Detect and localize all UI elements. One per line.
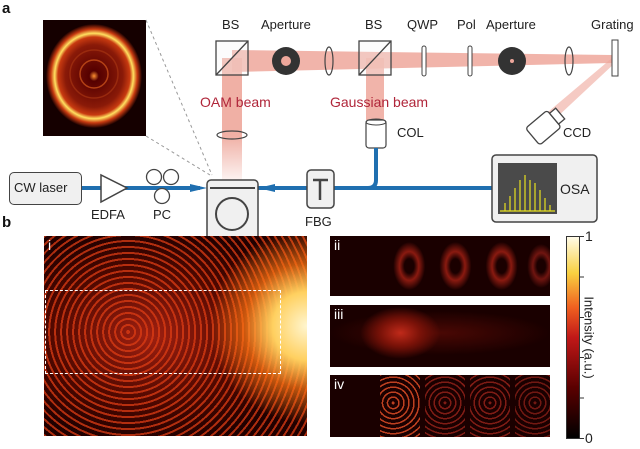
label-bs2: BS bbox=[365, 17, 383, 32]
subpanel-label-iv: iv bbox=[334, 376, 345, 392]
ccd-camera bbox=[526, 107, 566, 145]
grating bbox=[611, 39, 619, 77]
cw-laser bbox=[9, 172, 82, 205]
label-grating: Grating bbox=[591, 17, 634, 32]
label-oam-beam: OAM beam bbox=[200, 94, 271, 110]
label-aperture1: Aperture bbox=[261, 17, 311, 32]
label-gaussian-beam: Gaussian beam bbox=[330, 94, 429, 110]
polarization-controller bbox=[145, 168, 180, 205]
label-osa: OSA bbox=[560, 181, 590, 197]
intensity-image-ii: ii bbox=[330, 236, 550, 296]
colorbar-ticks bbox=[580, 236, 584, 439]
polarizer bbox=[467, 45, 473, 77]
colorbar bbox=[566, 236, 580, 439]
intensity-image-iii: iii bbox=[330, 305, 550, 367]
microring-resonator bbox=[206, 179, 259, 244]
edfa-amplifier bbox=[100, 173, 129, 204]
panel-a-label: a bbox=[2, 0, 11, 17]
label-bs1: BS bbox=[222, 17, 240, 32]
label-edfa: EDFA bbox=[91, 207, 125, 222]
optical-setup-diagram bbox=[43, 19, 619, 244]
panel-b-label: b bbox=[2, 214, 12, 231]
label-pc: PC bbox=[153, 207, 172, 222]
oam-beam bbox=[222, 58, 242, 188]
subpanel-label-ii: ii bbox=[334, 237, 341, 253]
colorbar-min: 0 bbox=[585, 430, 593, 446]
osa-spectrum bbox=[500, 175, 555, 212]
subpanel-label-iii: iii bbox=[334, 306, 344, 322]
ccd-beam bbox=[548, 58, 616, 118]
label-fbg: FBG bbox=[305, 214, 332, 229]
oam-lens bbox=[216, 130, 248, 140]
intensity-image-i: i bbox=[44, 236, 307, 436]
label-pol: Pol bbox=[457, 17, 476, 32]
lens2 bbox=[564, 46, 574, 76]
colorbar-label: Intensity (a.u.) bbox=[581, 296, 597, 379]
lens1 bbox=[324, 46, 334, 76]
label-aperture2: Aperture bbox=[486, 17, 536, 32]
label-qwp: QWP bbox=[407, 17, 439, 32]
label-col: COL bbox=[397, 125, 424, 140]
osa-screen bbox=[498, 163, 557, 214]
label-ccd: CCD bbox=[563, 125, 592, 140]
intensity-image-iv: iv bbox=[330, 375, 550, 437]
label-cw-laser: CW laser bbox=[14, 180, 68, 195]
selection-box bbox=[45, 290, 281, 374]
qwp bbox=[421, 45, 427, 77]
colorbar-max: 1 bbox=[585, 228, 593, 244]
fiber bbox=[82, 148, 492, 190]
gaussian-beam bbox=[366, 58, 384, 120]
subpanel-label-i: i bbox=[48, 237, 52, 253]
